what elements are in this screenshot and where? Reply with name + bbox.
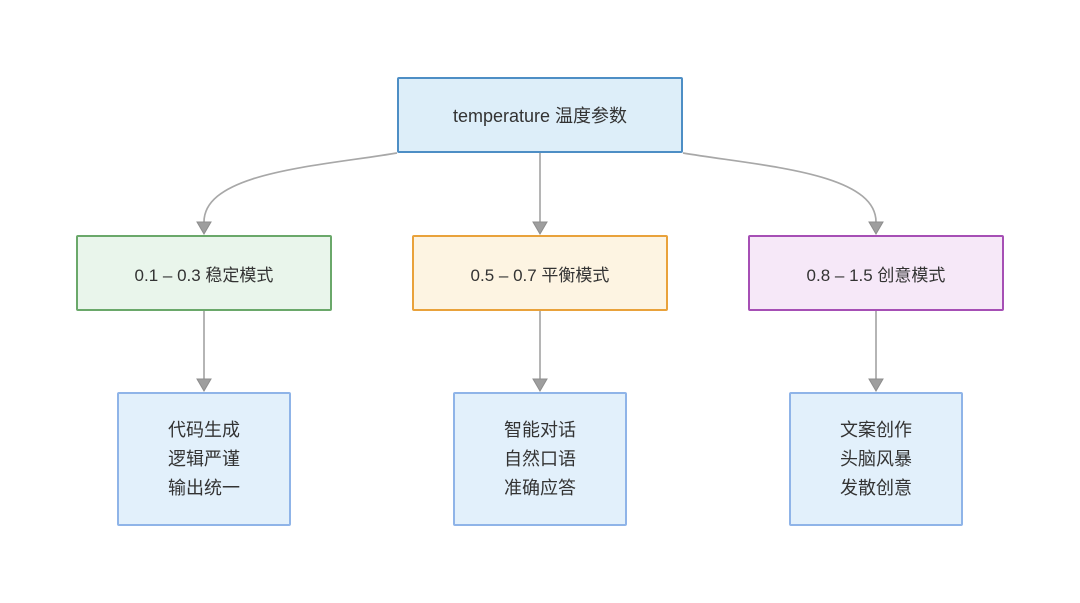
node-mode-creative-label: 0.8 – 1.5 创意模式 bbox=[806, 265, 946, 285]
usecase-line: 准确应答 bbox=[504, 477, 576, 498]
node-temperature-root-label: temperature 温度参数 bbox=[452, 106, 628, 126]
node-temperature-root: temperature 温度参数 bbox=[397, 77, 683, 153]
arrowhead-balanced-icon bbox=[532, 221, 548, 235]
arrowhead-usecase3-icon bbox=[868, 378, 884, 392]
usecase-line: 逻辑严谨 bbox=[168, 448, 240, 469]
node-usecase-stable: 代码生成 逻辑严谨 输出统一 bbox=[117, 392, 291, 526]
usecase-line: 头脑风暴 bbox=[840, 448, 912, 469]
arrowhead-stable-icon bbox=[196, 221, 212, 235]
usecase-line: 文案创作 bbox=[840, 419, 912, 440]
node-mode-stable-label: 0.1 – 0.3 稳定模式 bbox=[134, 265, 274, 285]
arrowhead-usecase1-icon bbox=[196, 378, 212, 392]
arrowhead-creative-icon bbox=[868, 221, 884, 235]
node-mode-balanced: 0.5 – 0.7 平衡模式 bbox=[412, 235, 668, 311]
node-usecase-balanced: 智能对话 自然口语 准确应答 bbox=[453, 392, 627, 526]
node-usecase-creative: 文案创作 头脑风暴 发散创意 bbox=[789, 392, 963, 526]
usecase-line: 发散创意 bbox=[840, 477, 912, 498]
connector-root-to-creative bbox=[682, 152, 877, 223]
usecase-line: 代码生成 bbox=[168, 419, 240, 440]
arrowhead-usecase2-icon bbox=[532, 378, 548, 392]
usecase-line: 智能对话 bbox=[504, 419, 576, 440]
usecase-line: 自然口语 bbox=[504, 448, 576, 469]
usecase-line: 输出统一 bbox=[168, 477, 240, 498]
node-mode-stable: 0.1 – 0.3 稳定模式 bbox=[76, 235, 332, 311]
node-mode-balanced-label: 0.5 – 0.7 平衡模式 bbox=[470, 265, 610, 285]
connector-root-to-stable bbox=[203, 152, 398, 223]
node-mode-creative: 0.8 – 1.5 创意模式 bbox=[748, 235, 1004, 311]
